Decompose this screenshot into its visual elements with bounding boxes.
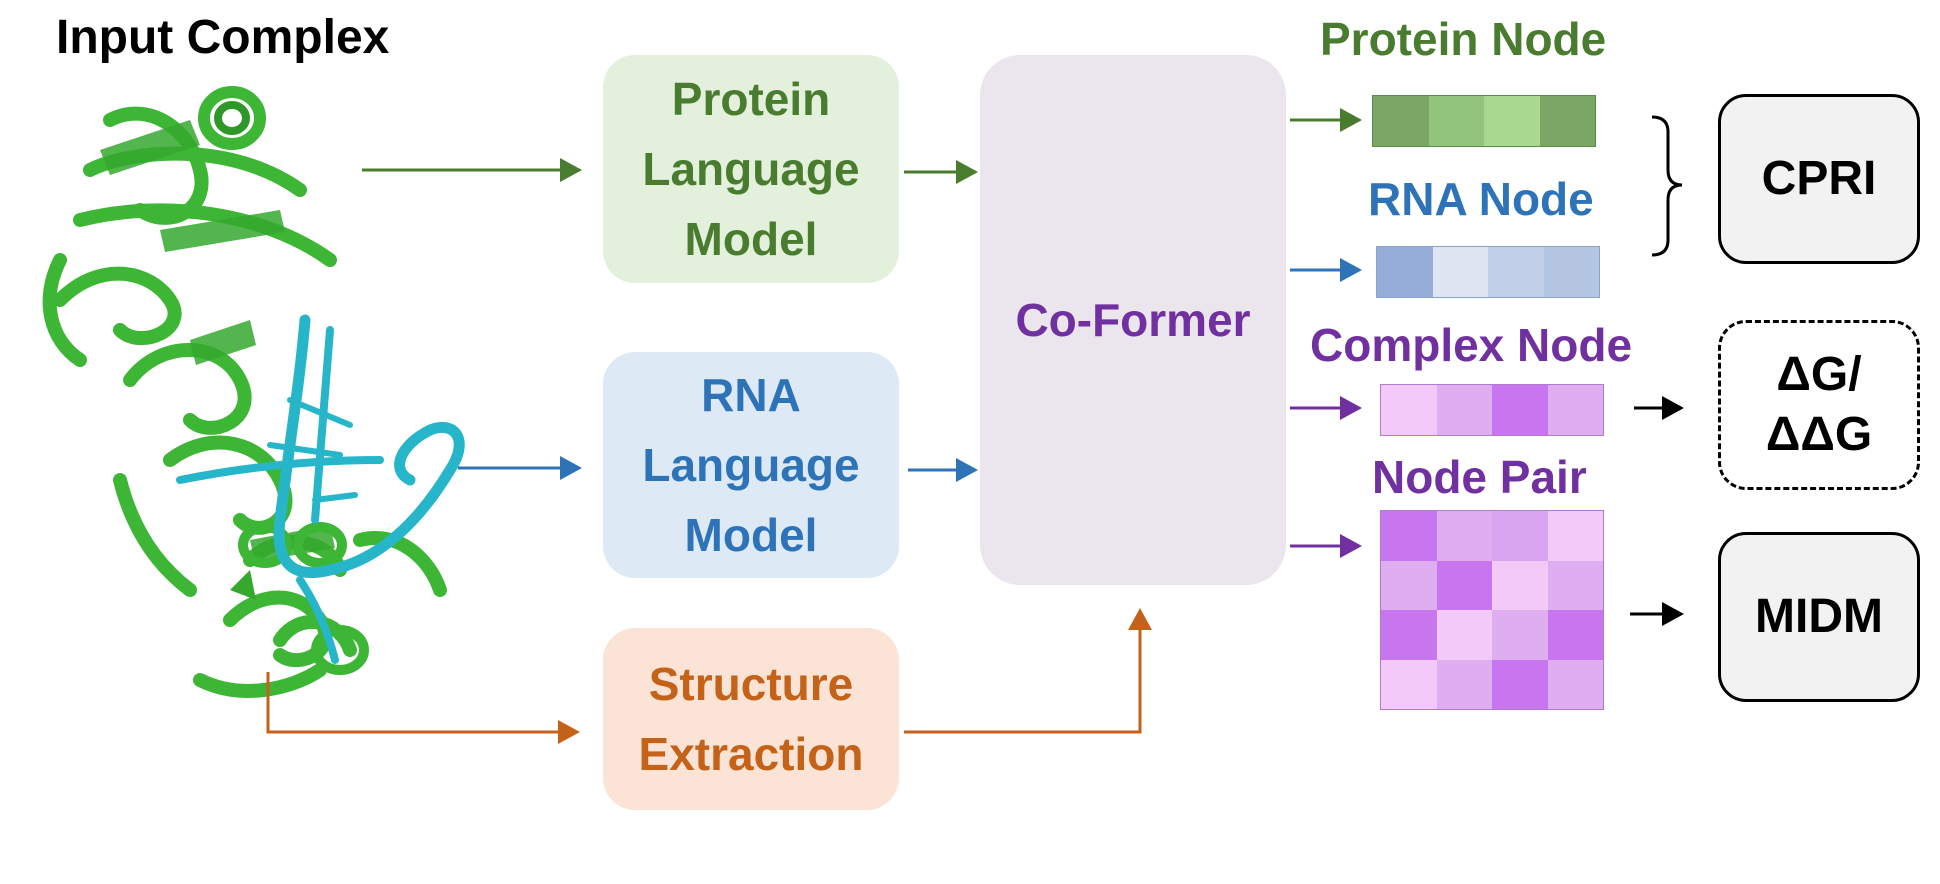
node-pair-cell [1492, 610, 1548, 660]
rna-language-model-box: RNA Language Model [603, 352, 899, 578]
node-pair-cell [1547, 560, 1603, 610]
co-former-label: Co-Former [1015, 294, 1251, 346]
structure-extraction-box: Structure Extraction [603, 628, 899, 810]
node-pair-cell [1492, 659, 1548, 709]
protein-node-cell [1539, 96, 1595, 146]
protein-node-cell [1373, 96, 1429, 146]
node-pair-cell [1381, 560, 1437, 610]
cpri-label: CPRI [1761, 152, 1877, 205]
node-pair-cell [1547, 610, 1603, 660]
complex-node-cell [1492, 385, 1548, 435]
node-pair-cell [1492, 560, 1548, 610]
node-pair-cell [1381, 610, 1437, 660]
protein-node-label: Protein Node [1320, 13, 1607, 65]
rna-node-label: RNA Node [1368, 173, 1594, 225]
co-former-box: Co-Former [980, 55, 1286, 585]
rna-node-cell [1488, 247, 1544, 297]
rna-node-cell [1543, 247, 1599, 297]
input-complex-title: Input Complex [56, 11, 390, 64]
delta-g-output-box: ΔG/ ΔΔG [1718, 320, 1920, 490]
rna-language-model-label: RNA Language Model [642, 369, 860, 561]
node-pair-matrix [1380, 510, 1604, 710]
protein-node-cell [1484, 96, 1540, 146]
complex-node-label: Complex Node [1310, 319, 1633, 371]
rna-node-embedding [1376, 246, 1600, 298]
midm-output-box: MIDM [1718, 532, 1920, 702]
node-pair-label: Node Pair [1372, 451, 1587, 503]
protein-language-model-label: Protein Language Model [642, 73, 860, 265]
node-pair-cell [1381, 659, 1437, 709]
node-pair-cell [1436, 511, 1492, 561]
delta-g-label: ΔG/ ΔΔG [1765, 348, 1873, 461]
node-pair-cell [1547, 659, 1603, 709]
complex-node-cell [1381, 385, 1437, 435]
structure-extraction-label: Structure Extraction [638, 658, 864, 780]
node-pair-cell [1381, 511, 1437, 561]
complex-node-cell [1436, 385, 1492, 435]
node-pair-cell [1492, 511, 1548, 561]
rna-node-cell [1377, 247, 1433, 297]
rna-node-cell [1432, 247, 1488, 297]
node-pair-cell [1436, 659, 1492, 709]
node-pair-cell [1436, 610, 1492, 660]
protein-rna-structure-illustration [42, 86, 465, 698]
cpri-output-box: CPRI [1718, 94, 1920, 264]
node-pair-cell [1436, 560, 1492, 610]
protein-language-model-box: Protein Language Model [603, 55, 899, 283]
protein-node-cell [1428, 96, 1484, 146]
midm-label: MIDM [1755, 590, 1883, 643]
complex-node-embedding [1380, 384, 1604, 436]
node-pair-cell [1547, 511, 1603, 561]
protein-node-embedding [1372, 95, 1596, 147]
complex-node-cell [1547, 385, 1603, 435]
